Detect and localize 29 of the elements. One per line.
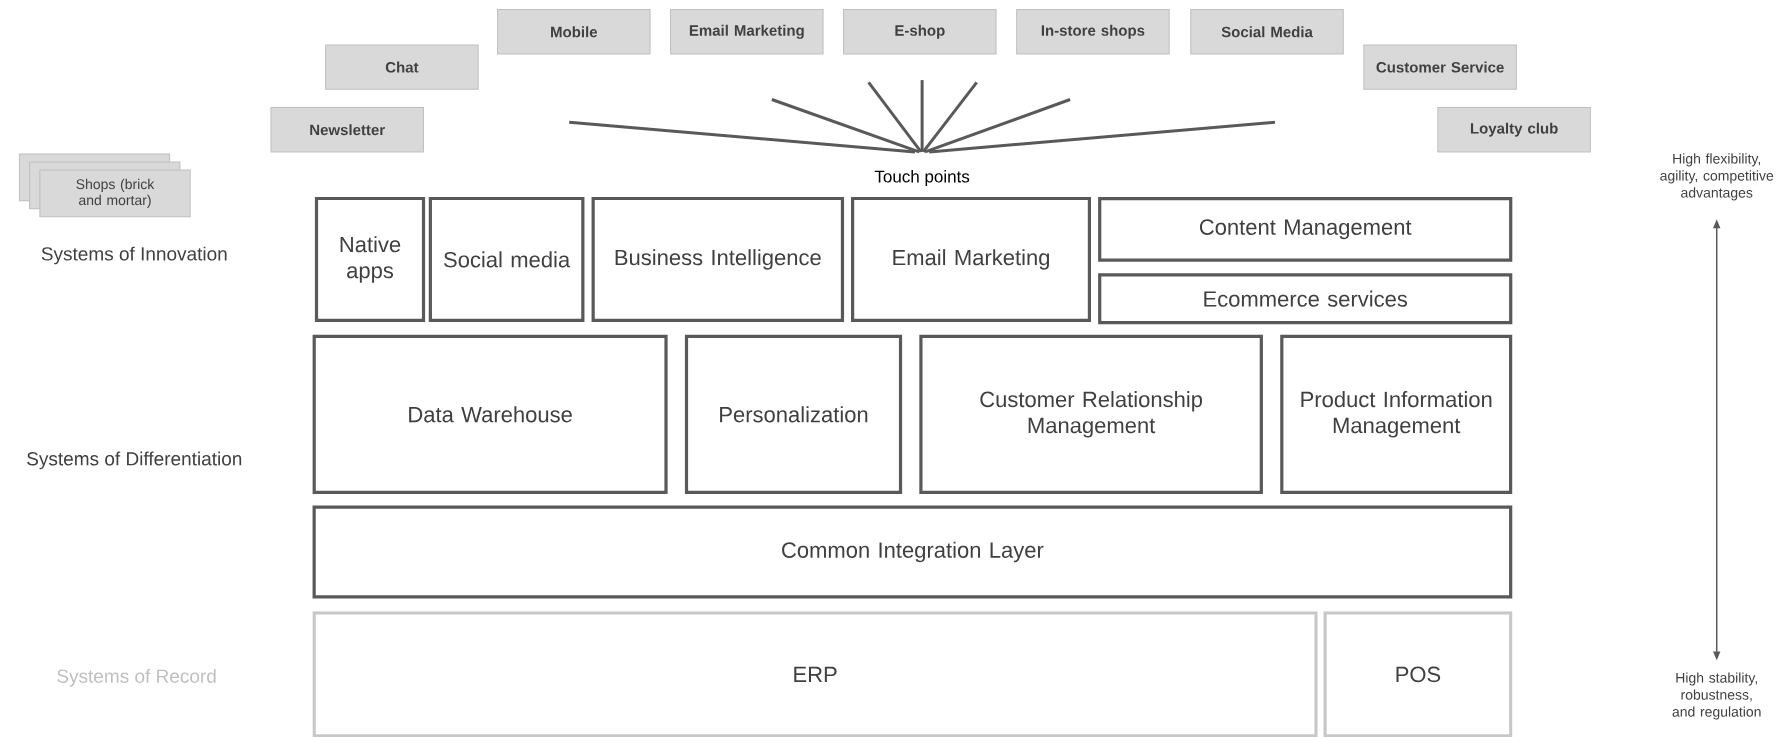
system-box: Business Intelligence: [591, 196, 845, 322]
system-box: Data Warehouse: [312, 334, 668, 494]
touchpoints-caption: Touch points: [874, 170, 970, 186]
touchpoint-box: Customer Service: [1363, 44, 1517, 90]
touchpoint-box: Newsletter: [270, 107, 424, 153]
system-box: Personalization: [684, 334, 903, 494]
layer-label: Systems of Differentiation: [27, 451, 242, 470]
system-box: Product Information Management: [1280, 334, 1513, 494]
system-box: Email Marketing: [851, 196, 1091, 322]
system-box: Social media: [428, 196, 585, 322]
system-box: Customer Relationship Management: [919, 334, 1263, 494]
touchpoint-box: E-shop: [843, 9, 997, 55]
touchpoint-box: Social Media: [1190, 9, 1344, 55]
side-note: High stability, robustness, and regulation: [1672, 672, 1761, 720]
side-note: High flexibility, agility, competitive advantages: [1660, 153, 1774, 201]
layer-label: Systems of Innovation: [41, 246, 227, 265]
stacked-cards: Shops (brick and mortar): [18, 153, 191, 218]
touchpoint-box: Chat: [325, 44, 479, 90]
system-box: ERP: [312, 611, 1318, 737]
system-box: Native apps: [314, 196, 426, 322]
system-box: POS: [1323, 611, 1513, 737]
layer-label: Systems of Record: [57, 668, 216, 687]
touchpoint-box: Email Marketing: [670, 9, 824, 55]
touchpoint-box: In-store shops: [1016, 9, 1170, 55]
touchpoint-box: Mobile: [497, 9, 651, 55]
system-box: Ecommerce services: [1098, 273, 1513, 325]
system-box: Content Management: [1098, 196, 1513, 262]
system-box: Common Integration Layer: [312, 505, 1513, 599]
touchpoint-box: Loyalty club: [1437, 107, 1591, 153]
